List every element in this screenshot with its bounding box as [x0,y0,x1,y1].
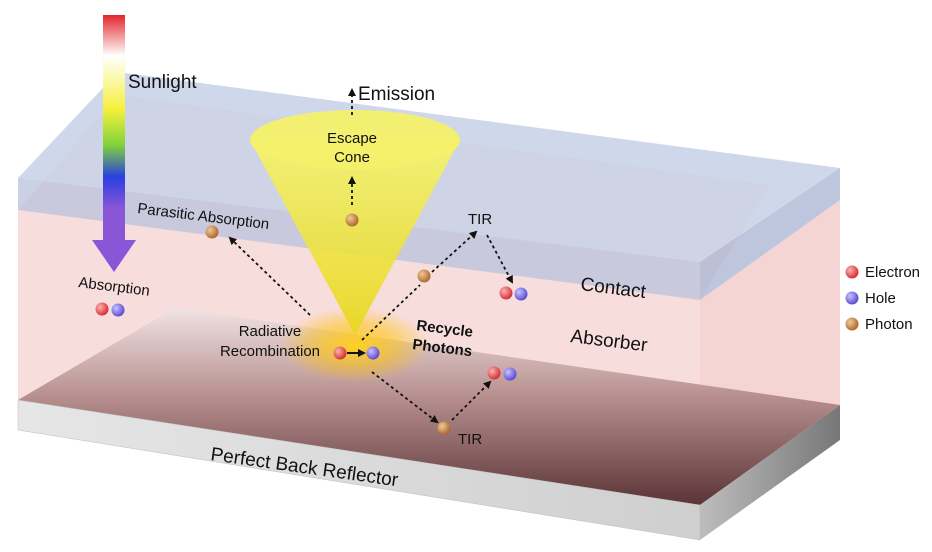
legend-hole-label: Hole [865,290,896,307]
electron-absorption [95,302,109,316]
escape-cone [250,140,460,335]
electron-tir-top [499,286,513,300]
photon-cone [345,213,359,227]
legend-electron-marker [845,265,859,279]
hole-absorption [111,303,125,317]
back-reflector-side [700,405,840,540]
hole-tir-bottom [503,367,517,381]
legend-electron-label: Electron [865,264,920,281]
legend-hole-marker [845,291,859,305]
sunlight-arrow-head [92,240,136,272]
recycle-up-arrow [361,284,421,341]
recombination-glow [280,307,430,383]
legend-photon-marker [845,317,859,331]
tir-bottom-up-arrow [451,380,492,421]
radiative-label-line2: Recombination [220,343,320,360]
electron-recombination [333,346,347,360]
tir-bottom-down-arrow [371,371,439,424]
absorber-floor [18,308,840,505]
photon-parasitic [205,225,219,239]
recycle-photons-label-line1: Recycle [416,317,474,341]
legend-photon-label: Photon [865,316,913,333]
electron-tir-bottom [487,366,501,380]
contact-layer-side [700,168,840,300]
radiative-label-line1: Radiative [239,323,302,340]
tir-top-down-arrow [486,234,513,284]
photon-recycle [417,269,431,283]
escape-cone-label-line1: Escape [327,130,377,147]
tir-bottom-label: TIR [458,431,482,448]
tir-top-label: TIR [468,211,492,228]
escape-cone-label-line2: Cone [334,149,370,166]
legend: Electron Hole Photon [845,264,920,333]
parasitic-arrow [228,236,311,316]
escape-cone-top [250,110,460,170]
sunlight-label: Sunlight [128,72,197,93]
tir-top-up-arrow [431,230,478,273]
hole-recombination [366,346,380,360]
hole-tir-top [514,287,528,301]
photon-tir-bottom [437,421,451,435]
emission-label: Emission [358,84,435,105]
sunlight-bar [103,15,125,240]
